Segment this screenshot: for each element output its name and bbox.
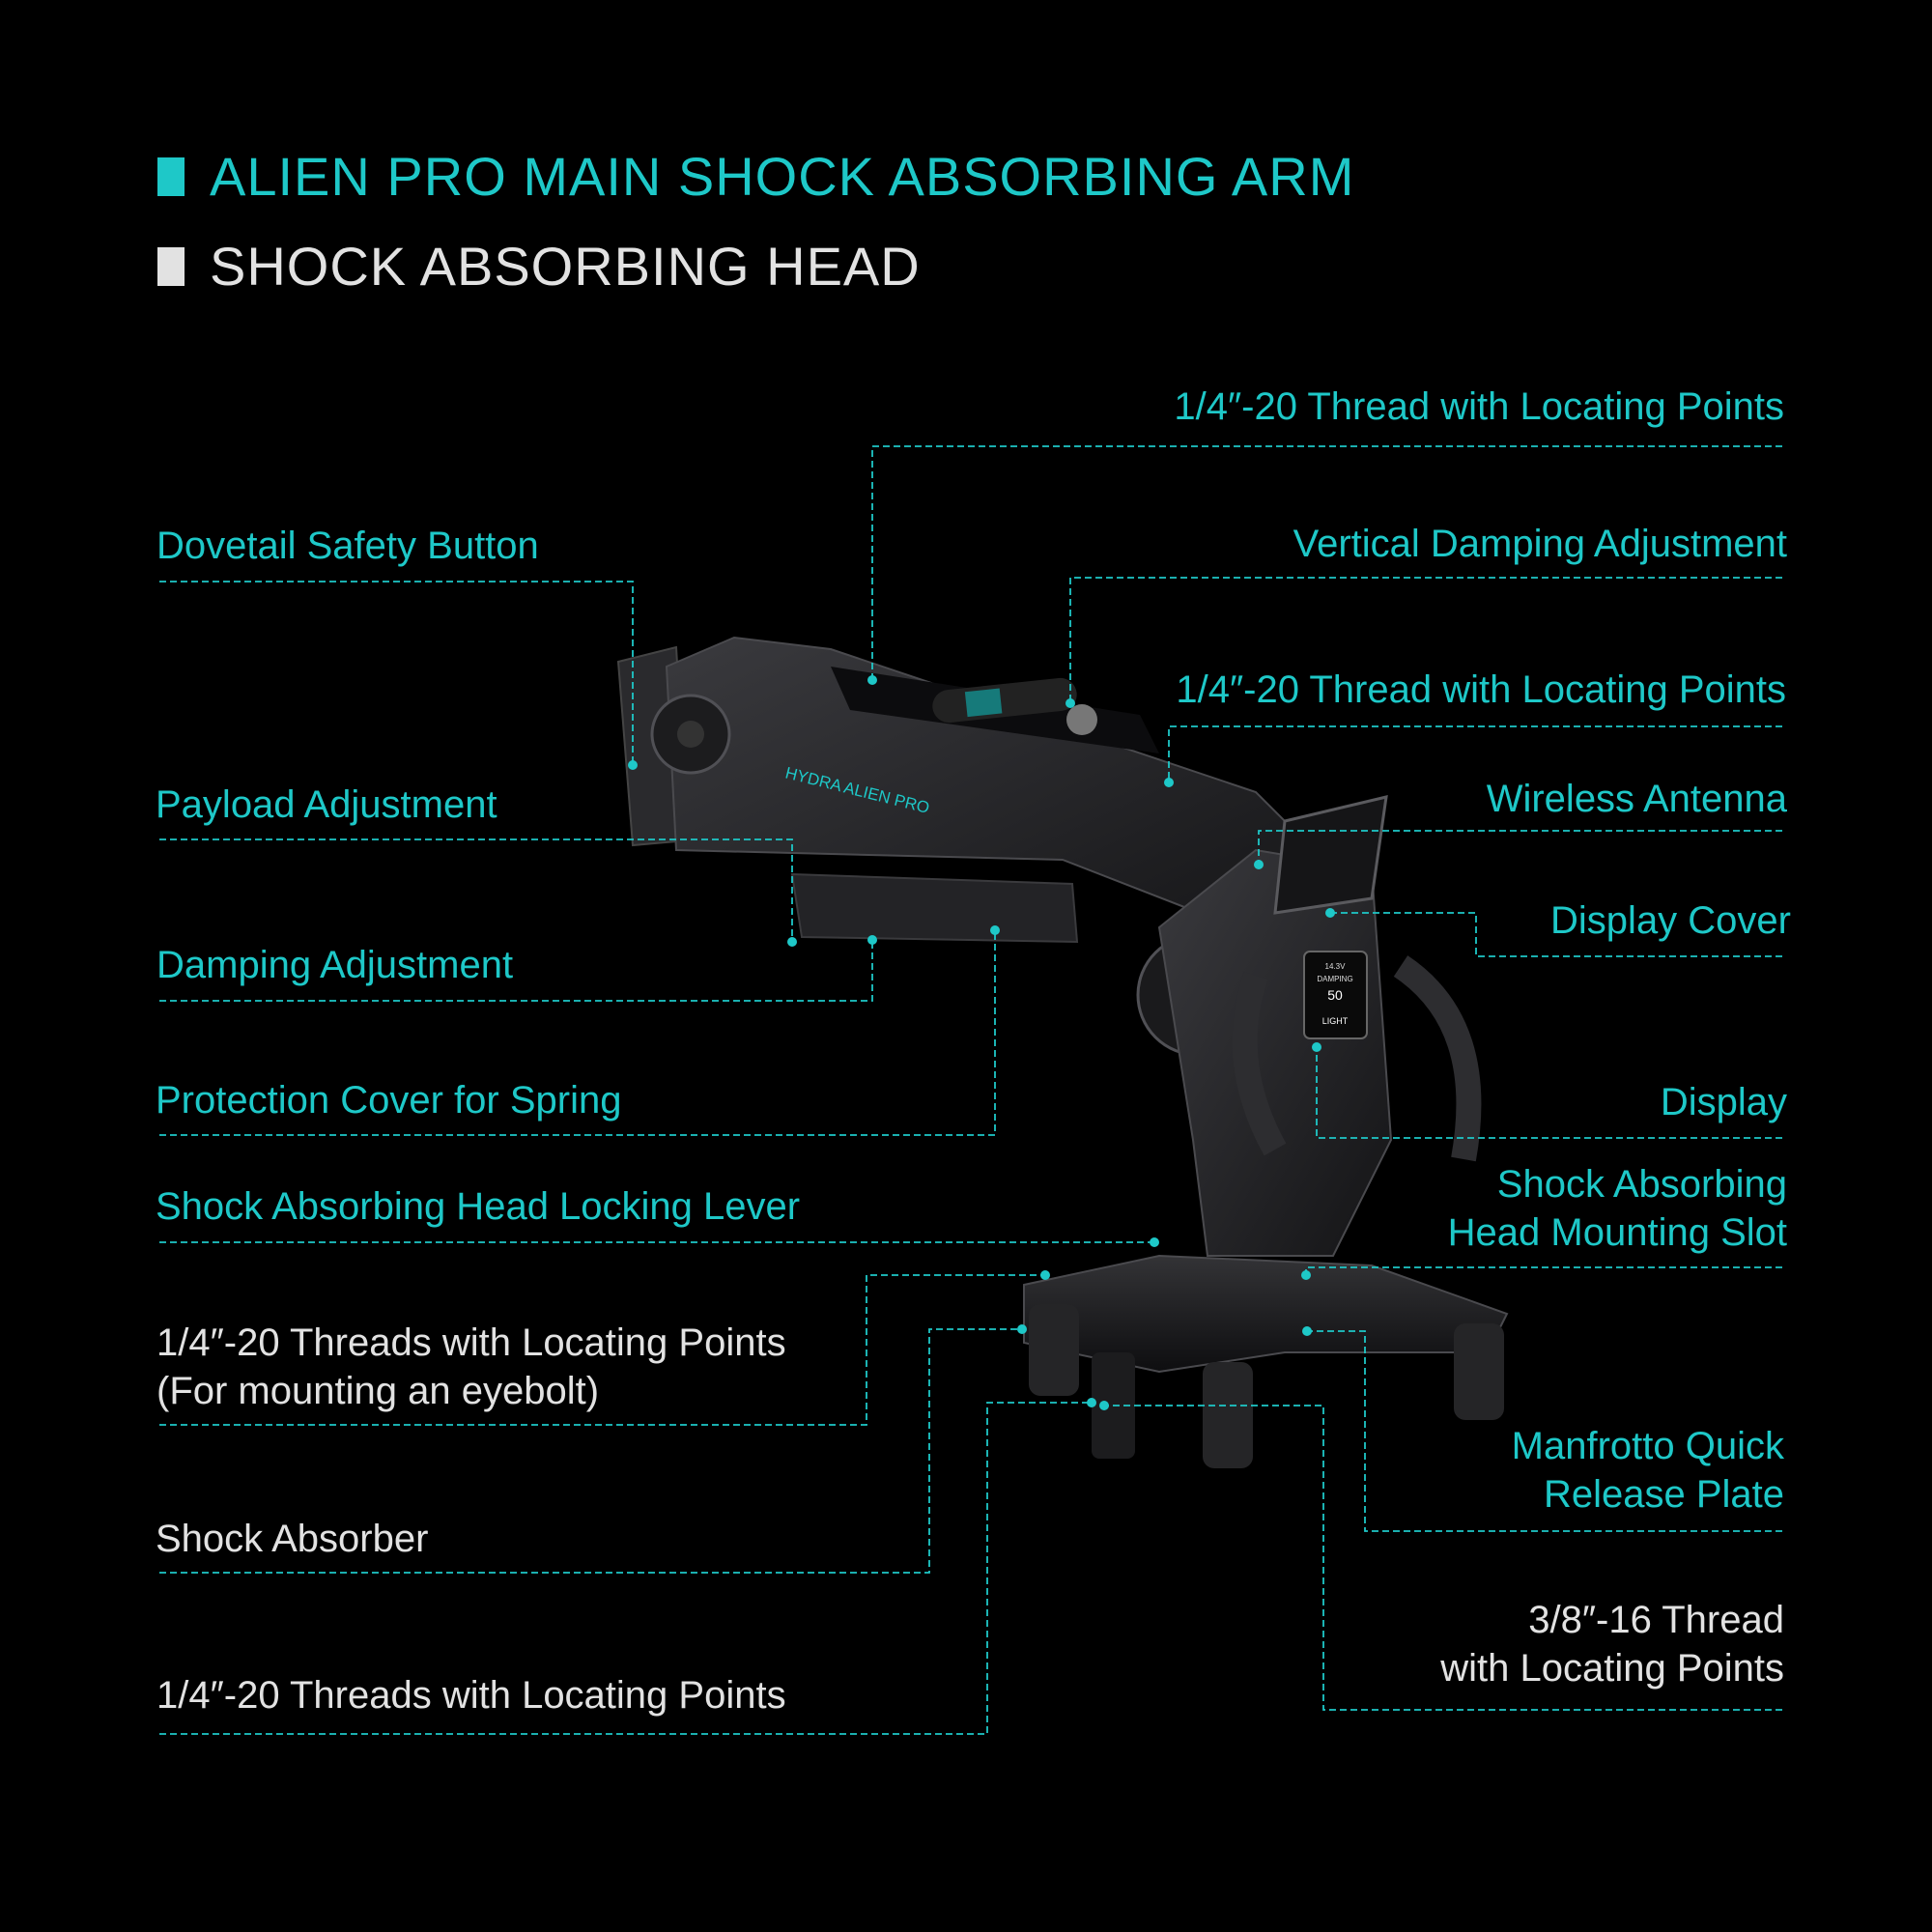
leader-dots bbox=[628, 675, 1335, 1410]
label-eyebolt-line2: (For mounting an eyebolt) bbox=[156, 1370, 600, 1412]
shock-arm: HYDRA ALIEN PRO 14.3V DAMPING 50 LIGHT bbox=[616, 636, 1393, 1257]
leader-lines bbox=[159, 445, 1782, 1735]
label-wireless-antenna: Wireless Antenna bbox=[1486, 778, 1787, 820]
label-display: Display bbox=[1660, 1081, 1787, 1123]
label-eyebolt-line1: 1/4″-20 Threads with Locating Points bbox=[156, 1321, 786, 1364]
label-manfrotto-line2: Release Plate bbox=[1543, 1473, 1784, 1516]
label-mount-slot-line1: Shock Absorbing bbox=[1496, 1163, 1787, 1206]
label-thread-mid: 1/4″-20 Thread with Locating Points bbox=[1176, 668, 1786, 711]
display-screen bbox=[1303, 951, 1368, 1039]
label-thread-top: 1/4″-20 Thread with Locating Points bbox=[1174, 385, 1784, 428]
screen-voltage: 14.3V bbox=[1325, 962, 1347, 971]
screen-value: 50 bbox=[1327, 987, 1343, 1003]
legend-arm-swatch bbox=[157, 156, 185, 196]
label-dovetail-safety-button: Dovetail Safety Button bbox=[156, 525, 539, 567]
label-locking-lever: Shock Absorbing Head Locking Lever bbox=[156, 1185, 801, 1228]
label-threads-bottom: 1/4″-20 Threads with Locating Points bbox=[156, 1674, 786, 1717]
label-mount-slot-line2: Head Mounting Slot bbox=[1447, 1211, 1787, 1254]
label-payload-adjustment: Payload Adjustment bbox=[156, 783, 497, 826]
legend-head-label: SHOCK ABSORBING HEAD bbox=[210, 236, 921, 297]
label-shock-absorber: Shock Absorber bbox=[156, 1518, 429, 1560]
label-thread-38-line2: with Locating Points bbox=[1440, 1647, 1784, 1690]
legend-arm-label: ALIEN PRO MAIN SHOCK ABSORBING ARM bbox=[210, 146, 1355, 207]
label-spring-cover: Protection Cover for Spring bbox=[156, 1079, 622, 1122]
label-manfrotto-line1: Manfrotto Quick bbox=[1511, 1425, 1784, 1467]
label-thread-38-line1: 3/8″-16 Thread bbox=[1528, 1599, 1784, 1641]
shock-head bbox=[1023, 955, 1509, 1468]
legend-arm: ALIEN PRO MAIN SHOCK ABSORBING ARM bbox=[157, 145, 1354, 208]
label-vertical-damping: Vertical Damping Adjustment bbox=[1293, 523, 1787, 565]
label-damping-adjustment: Damping Adjustment bbox=[156, 944, 514, 986]
screen-mode: LIGHT bbox=[1322, 1016, 1349, 1026]
label-display-cover: Display Cover bbox=[1550, 899, 1791, 942]
legend-head-swatch bbox=[157, 246, 185, 286]
legend-head: SHOCK ABSORBING HEAD bbox=[157, 235, 921, 298]
screen-label: DAMPING bbox=[1317, 975, 1352, 983]
